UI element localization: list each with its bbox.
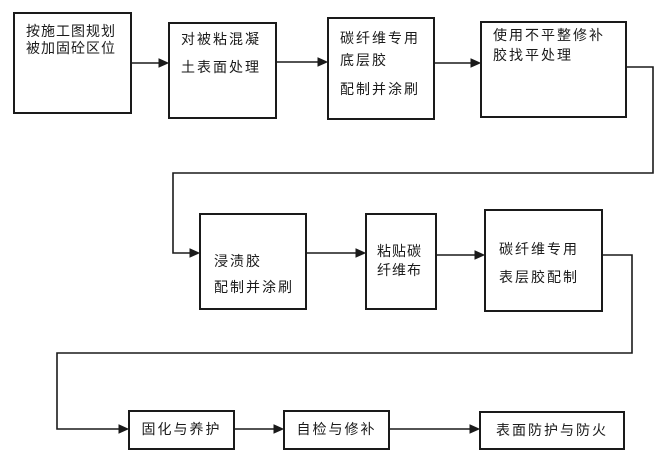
flow-box-self-check: 自检与修补: [283, 410, 390, 450]
flow-box-text: 对被粘混凝: [181, 32, 261, 48]
arrowhead: [355, 248, 367, 258]
flow-box-text: 土表面处理: [181, 60, 261, 76]
arrowhead: [273, 424, 285, 434]
flow-box-surface-glue: 碳纤维专用 表层胶配制: [484, 209, 603, 312]
arrowhead: [189, 248, 201, 258]
flow-box-text: 按施工图规划: [26, 24, 116, 40]
flow-box-text: 配制并涂刷: [340, 82, 420, 98]
flow-box-text: 配制并涂刷: [214, 280, 294, 296]
flow-box-fire-protection: 表面防护与防火: [479, 411, 625, 450]
arrowhead: [317, 57, 329, 67]
flow-box-text: 被加固砼区位: [26, 41, 116, 57]
arrowhead: [474, 250, 486, 260]
flow-box-text: 表层胶配制: [499, 270, 579, 286]
arrowhead: [158, 58, 170, 68]
flow-box-text: 表面防护与防火: [496, 422, 608, 439]
flow-box-text: 自检与修补: [296, 422, 377, 438]
flow-box-text: 碳纤维专用: [499, 242, 579, 258]
flow-box-text: 固化与养护: [141, 422, 222, 438]
flow-box-text: 粘贴碳: [377, 244, 422, 260]
flow-box-text: 碳纤维专用: [340, 31, 420, 47]
flow-box-text: 胶找平处理: [493, 48, 573, 64]
flow-box-impregnate-glue: 浸渍胶 配制并涂刷: [199, 213, 307, 310]
flow-box-text: 浸渍胶: [214, 254, 262, 270]
flow-box-surface-treat: 对被粘混凝 土表面处理: [168, 22, 277, 119]
flow-box-curing: 固化与养护: [128, 410, 235, 450]
flow-box-text: 纤维布: [377, 263, 422, 279]
arrowhead: [469, 424, 481, 434]
flow-box-plan-area: 按施工图规划 被加固砼区位: [13, 12, 132, 114]
arrowhead: [118, 424, 130, 434]
flow-box-leveling-glue: 使用不平整修补 胶找平处理: [480, 21, 627, 118]
flow-box-paste-cloth: 粘贴碳 纤维布: [365, 213, 437, 310]
flow-box-text: 底层胶: [340, 53, 388, 69]
flow-box-text: 使用不平整修补: [493, 28, 605, 44]
arrowhead: [470, 58, 482, 68]
flow-box-primer-glue: 碳纤维专用 底层胶 配制并涂刷: [327, 17, 435, 120]
